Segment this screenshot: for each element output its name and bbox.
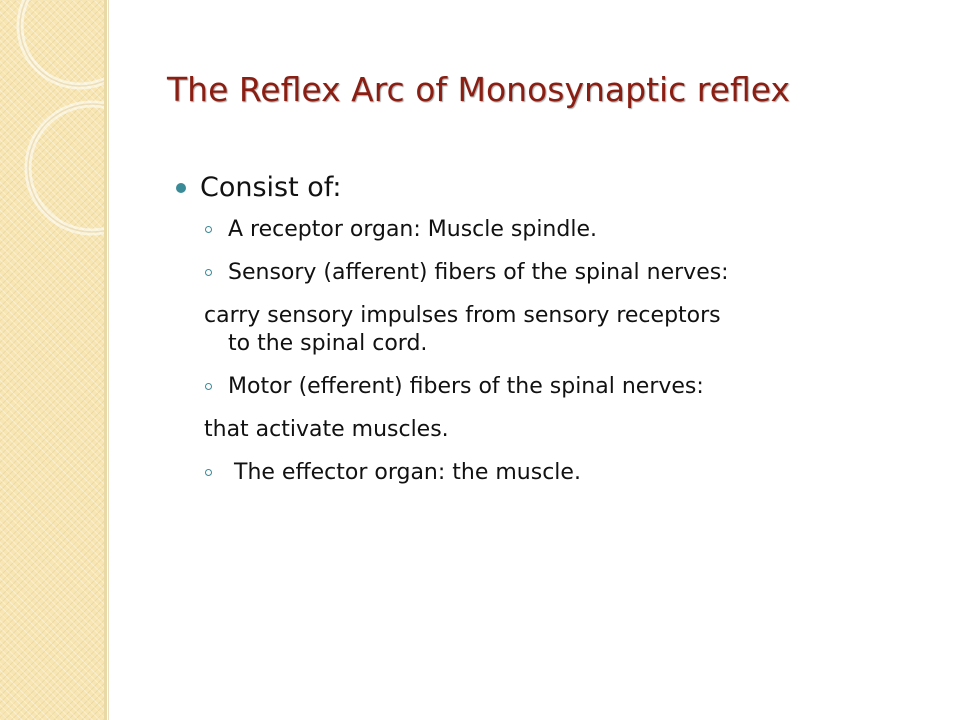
continuation-line: to the spinal cord. — [228, 331, 428, 356]
sub-bullet-receptor: A receptor organ: Muscle spindle. — [176, 216, 936, 244]
ring-bullet-icon — [205, 226, 212, 233]
side-band-rule — [108, 0, 109, 720]
slide-title: The Reflex Arc of Monosynaptic reflex — [167, 70, 790, 109]
decorative-rings — [16, 0, 104, 236]
sub-bullet-text: The effector organ: the muscle. — [234, 460, 581, 485]
main-bullet: Consist of: — [176, 166, 936, 210]
ring-bullet-icon — [205, 469, 212, 476]
continuation-sensory: carry sensory impulses from sensory rece… — [176, 302, 936, 358]
continuation-motor: that activate muscles. — [176, 416, 936, 444]
decorative-ring-upper-outline — [19, 0, 104, 87]
sub-bullet-motor: Motor (efferent) fibers of the spinal ne… — [176, 373, 936, 401]
bullet-dot-icon — [176, 183, 186, 193]
ring-bullet-icon — [205, 269, 212, 276]
main-bullet-text: Consist of: — [200, 172, 342, 203]
decorative-ring-lower — [24, 100, 104, 236]
decorative-ring-upper — [16, 0, 104, 90]
side-band-edge — [104, 0, 107, 720]
decorative-ring-lower-outline — [27, 103, 104, 233]
sub-bullet-text: Sensory (afferent) fibers of the spinal … — [228, 260, 729, 285]
sub-bullet-text: A receptor organ: Muscle spindle. — [228, 217, 597, 242]
slide-body: Consist of: A receptor organ: Muscle spi… — [176, 166, 936, 502]
sub-bullet-effector: The effector organ: the muscle. — [176, 459, 936, 487]
sub-bullet-sensory: Sensory (afferent) fibers of the spinal … — [176, 259, 936, 287]
continuation-line: that activate muscles. — [204, 417, 449, 442]
continuation-line: carry sensory impulses from sensory rece… — [204, 303, 721, 328]
ring-bullet-icon — [205, 383, 212, 390]
sub-bullet-text: Motor (efferent) fibers of the spinal ne… — [228, 374, 704, 399]
